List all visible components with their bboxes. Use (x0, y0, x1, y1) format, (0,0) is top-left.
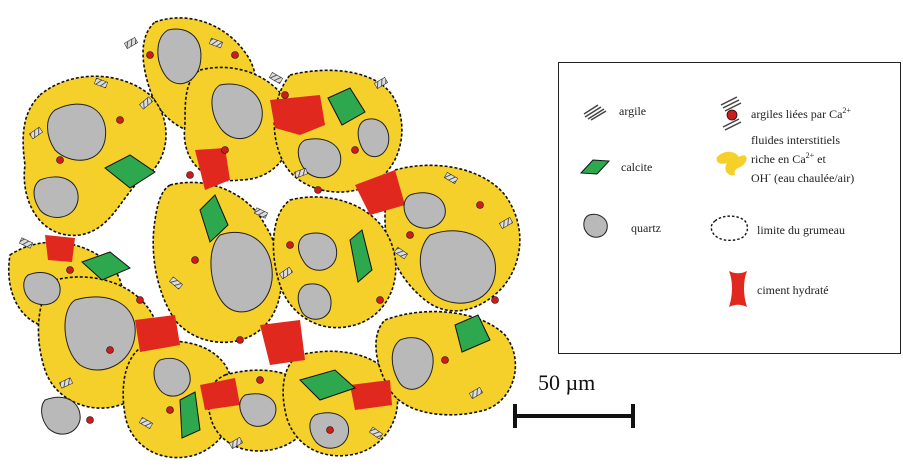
scale-label: 50 µm (538, 370, 596, 395)
quartz-swatch-icon (583, 213, 608, 238)
quartz-grains (23, 28, 496, 449)
fluides-line3: OH- (eau chaulée/air) (751, 167, 854, 186)
legend-label-calcite: calcite (621, 160, 653, 174)
fluides-line3-text: OH (751, 171, 769, 185)
fluides-line2: riche en Ca2+ et (751, 148, 854, 167)
fluides-line3-sup: - (768, 170, 772, 179)
fluides-line1: fluides interstitiels (751, 133, 840, 147)
clay-particles (18, 37, 514, 449)
legend-box: argile calcite quartz argiles liées par … (558, 62, 901, 354)
boundary-swatch-icon (710, 215, 749, 242)
scale-bar-group: 50 µm (513, 370, 638, 440)
scale-bar (513, 414, 635, 418)
legend-label-quartz: quartz (631, 221, 661, 235)
fluides-line3-suffix: (eau chaulée/air) (771, 171, 855, 185)
calcite-swatch-icon (579, 159, 611, 175)
legend-label-argile: argile (619, 104, 647, 118)
calcite-crystals (81, 87, 491, 439)
argiles-liees-sup: 2+ (842, 106, 851, 115)
fluides-line2-text: riche en Ca (751, 152, 806, 166)
clay-swatch-icon (583, 104, 607, 121)
scale-tick-right (631, 404, 635, 428)
fluides-line2-sup: 2+ (805, 151, 815, 160)
fluid-swatch-icon (716, 151, 747, 176)
legend-label-limite: limite du grumeau (757, 223, 845, 237)
cement-bridges (45, 95, 405, 410)
argiles-liees-text: argiles liées par Ca (751, 107, 843, 121)
clay-calcium-swatch-icon (720, 96, 742, 131)
cement-swatch-icon (729, 271, 747, 307)
legend-label-argiles-liees: argiles liées par Ca2+ (751, 104, 851, 121)
legend-label-ciment: ciment hydraté (757, 283, 829, 297)
microstructure-diagram (8, 17, 521, 459)
fluides-line2-suffix: et (814, 152, 826, 166)
legend-label-fluides: fluides interstitiels riche en Ca2+ et O… (751, 133, 854, 186)
